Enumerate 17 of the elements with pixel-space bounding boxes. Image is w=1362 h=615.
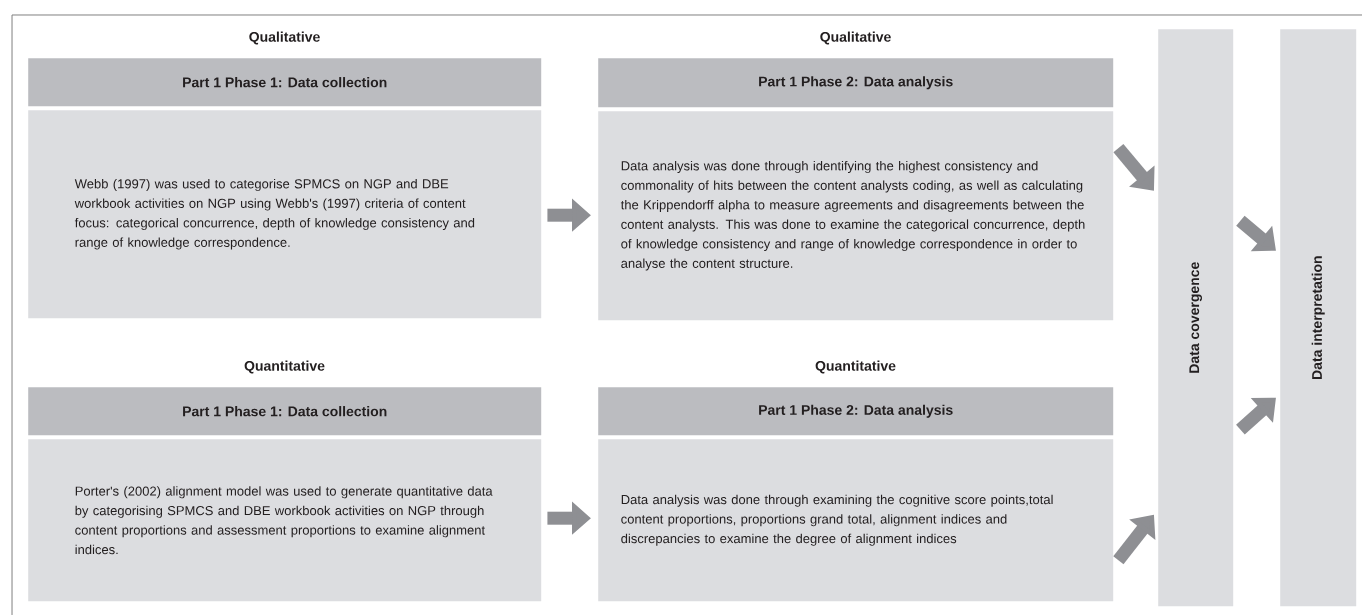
arrow xyxy=(1236,397,1276,435)
arrow xyxy=(1113,144,1155,191)
header-band: Part 1 Phase 1: Data collection xyxy=(28,387,542,436)
vertical-bar: Data interpretation xyxy=(1280,29,1357,607)
vertical-bar: Data covergence xyxy=(1158,29,1234,607)
header-band: Part 1 Phase 2: Data analysis xyxy=(598,58,1114,108)
content-box: Porter's (2002) alignment model was used to generate quantitative data by categorising SPMCS and DBE workbook activities on NGP through content proportions and assessment proportions to examine alignment indices. xyxy=(28,439,542,602)
header-band: Part 1 Phase 1: Data collection xyxy=(28,58,542,107)
header-band: Part 1 Phase 2: Data analysis xyxy=(598,387,1114,436)
panel-heading: Qualitative xyxy=(249,31,320,45)
content-box: Data analysis was done through examining the cognitive score points,total content proportions, proportions grand total, alignment indices and discrepancies to examine the degree of alignment indices xyxy=(598,439,1114,602)
panel-heading: Qualitative xyxy=(820,31,891,45)
panel-heading: Quantitative xyxy=(815,360,896,374)
content-box: Data analysis was done through identifying the highest consistency and commonality of hits between the content analysts coding, as well as calculating the Krippendorff alpha to measure agreements and disagreements between the content analysts. This was done to examine the categorical concurrence, depth of knowledge consistency and range of knowledge correspondence in order to analyse the content structure. xyxy=(598,111,1114,321)
content-box: Webb (1997) was used to categorise SPMCS on NGP and DBE workbook activities on NGP using Webb's (1997) criteria of content focus: categorical concurrence, depth of knowledge consistency and range of knowledge correspondence. xyxy=(28,110,542,319)
panel-heading: Quantitative xyxy=(244,360,325,374)
arrow xyxy=(1236,215,1276,252)
